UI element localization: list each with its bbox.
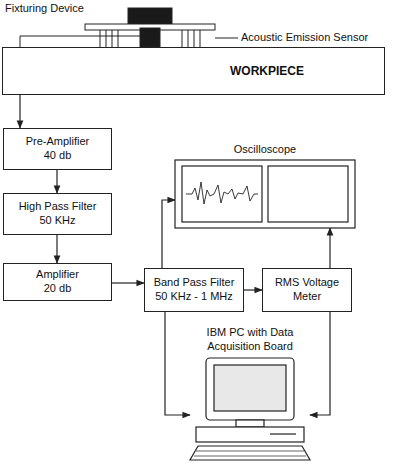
node-title: Oscilloscope [232, 143, 298, 157]
node-title: IBM PC with Data Acquisition Board [190, 326, 310, 354]
oscilloscope-panel [175, 160, 355, 228]
signal-connector [56, 170, 57, 193]
node-title: Pre-Amplifier [26, 135, 90, 149]
workpiece-box: WORKPIECE [2, 47, 385, 95]
part-label: Fixturing Device [4, 2, 85, 15]
amplifier-box: Amplifier20 db [3, 263, 112, 301]
signal-connector [56, 235, 57, 263]
computer: IBM PC with Data Acquisition Board [190, 326, 310, 462]
signal-connector [112, 282, 144, 283]
amplifier-box: Pre-Amplifier40 db [3, 128, 112, 170]
computer-illustration [190, 358, 310, 460]
fixturing-device [85, 8, 215, 47]
node-value: 20 db [44, 282, 72, 296]
signal-connector [162, 200, 175, 268]
node-title: Amplifier [36, 268, 79, 282]
filter-box: Band Pass Filter50 KHz - 1 MHz [144, 268, 244, 312]
node-title: RMS Voltage Meter [269, 276, 345, 304]
signal-connector [19, 95, 20, 128]
meter-box: RMS Voltage Meter [262, 268, 352, 312]
node-title: High Pass Filter [19, 200, 97, 214]
node-title: Band Pass Filter [154, 276, 235, 290]
filter-box: High Pass Filter50 KHz [3, 193, 112, 235]
node-value: 40 db [44, 149, 72, 163]
node-value: 50 KHz [39, 214, 75, 228]
signal-connector [310, 312, 330, 415]
part-label: Acoustic Emission Sensor [240, 31, 369, 44]
signal-connector [165, 312, 190, 415]
signal-connector [329, 228, 330, 268]
node-title: WORKPIECE [230, 64, 304, 79]
signal-connector [244, 289, 262, 290]
node-value: 50 KHz - 1 MHz [155, 290, 233, 304]
oscilloscope: Oscilloscope [175, 143, 355, 228]
